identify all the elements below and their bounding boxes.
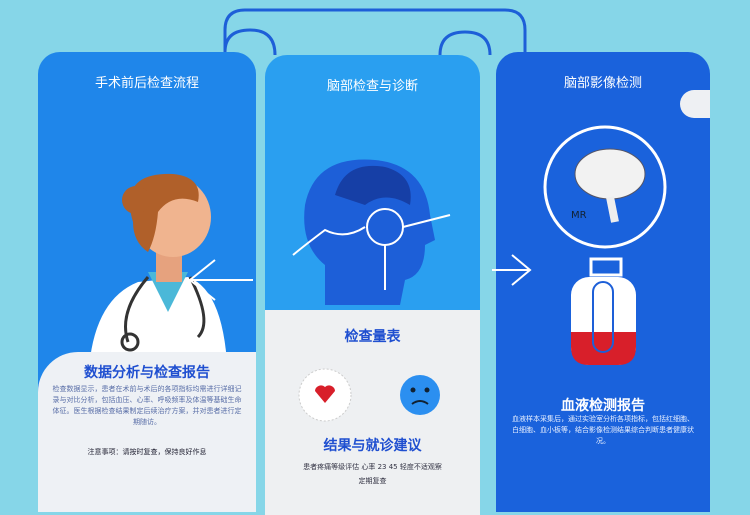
panel-body: 患者疼痛等级评估 心率 23 45 轻度不适观察 xyxy=(303,463,442,471)
card-title: 脑部影像检测 xyxy=(563,76,642,91)
arrow-left-icon xyxy=(188,259,253,301)
decor-cloud xyxy=(680,90,710,118)
card-pre-surgery: 手术前后检查流程 数据分析与检查报告 检查数据显示，患者在术前与术后的各项指标均… xyxy=(38,52,256,512)
panel-footer: 注意事项：请按时复查，保持良好作息 xyxy=(87,448,207,456)
sad-face-icon xyxy=(400,375,440,415)
card-title: 脑部检查与诊断 xyxy=(326,79,418,94)
panel-heading: 血液检测报告 xyxy=(561,398,645,414)
card-brain-diagnosis: 脑部检查与诊断 检查量表 结果与就诊建议 患者疼痛等级评估 心率 23 45 轻… xyxy=(265,55,480,515)
panel-body: 检查数据显示，患者在术前与术后的各项指标均需进行详细记录与对比分析，包括血压、心… xyxy=(52,385,242,426)
info-panel: 检查量表 结果与就诊建议 患者疼痛等级评估 心率 23 45 轻度不适观察 定期… xyxy=(265,310,480,515)
heart-rate-dial xyxy=(298,368,352,422)
info-panel: 数据分析与检查报告 检查数据显示，患者在术前与术后的各项指标均需进行详细记录与对… xyxy=(38,352,256,512)
blood-tube-icon xyxy=(571,257,636,365)
mri-label: MR xyxy=(571,210,587,221)
panel-footer: 定期复查 xyxy=(358,477,387,485)
card-brain-imaging: 脑部影像检测 MR 血液检测报告 血液样本采集后，通过实验室分析各项指标，包括红… xyxy=(496,52,710,512)
panel-heading: 检查量表 xyxy=(344,329,401,345)
connector-lines xyxy=(223,8,527,56)
brain-mri-icon xyxy=(543,125,667,249)
card-title: 手术前后检查流程 xyxy=(94,76,199,91)
panel-heading: 数据分析与检查报告 xyxy=(84,365,210,381)
head-illustration xyxy=(292,159,451,305)
arrow-right-icon xyxy=(492,254,532,286)
panel-body: 血液样本采集后，通过实验室分析各项指标，包括红细胞、白细胞、血小板等，结合影像检… xyxy=(512,415,694,445)
panel-heading-2: 结果与就诊建议 xyxy=(323,438,422,454)
